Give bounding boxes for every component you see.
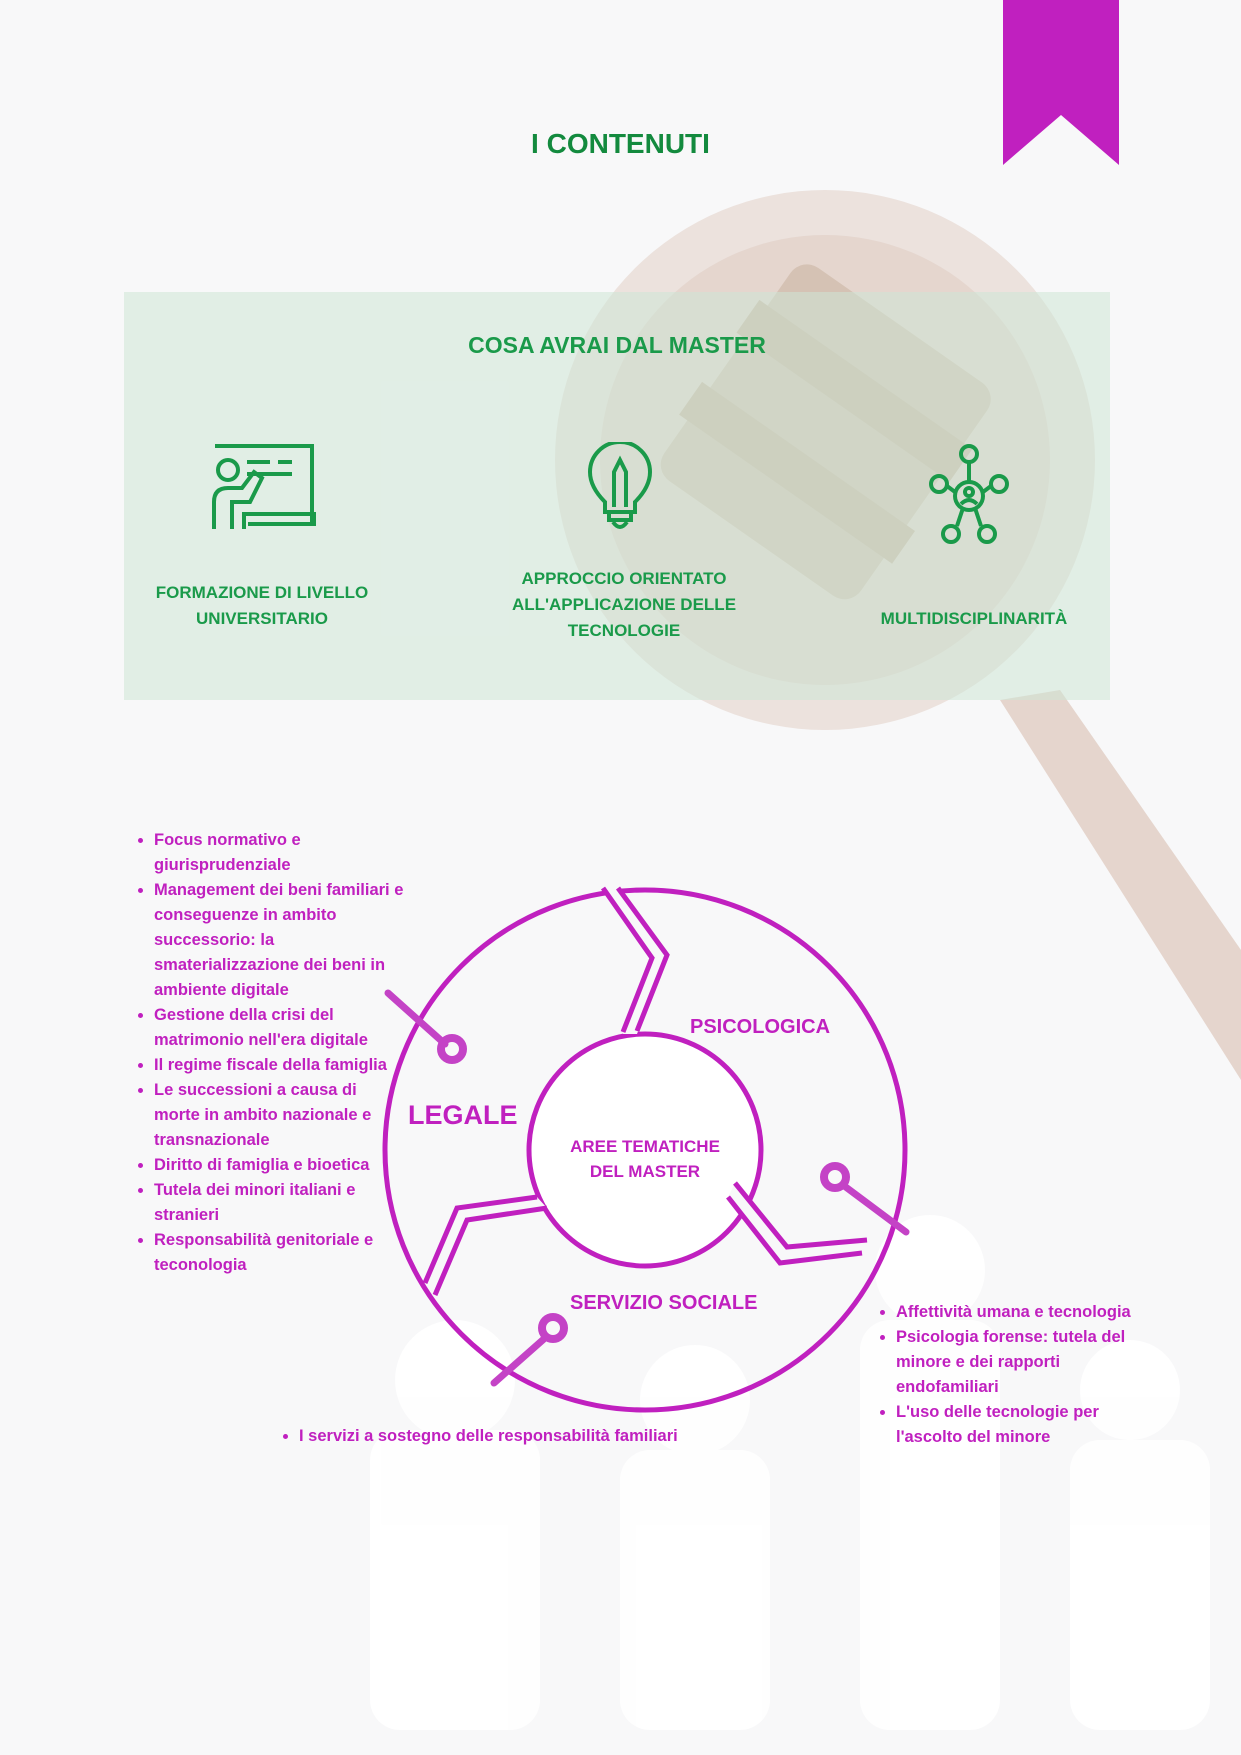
list-item: Focus normativo e giurisprudenziale <box>154 828 404 878</box>
list-item: Tutela dei minori italiani e stranieri <box>154 1178 404 1228</box>
list-item: I servizi a sostegno delle responsabilit… <box>299 1424 679 1449</box>
list-item: Diritto di famiglia e bioetica <box>154 1153 404 1178</box>
list-item: Responsabilità genitoriale e teconologia <box>154 1228 404 1278</box>
psicologica-topics-list: Affettività umana e tecnologia Psicologi… <box>870 1300 1151 1450</box>
feature-label-line: TECNOLOGIE <box>567 621 681 640</box>
center-label-line: DEL MASTER <box>589 1162 701 1181</box>
pin-sociale-icon <box>538 1313 568 1343</box>
inner-circle <box>526 1031 764 1269</box>
list-item: Affettività umana e tecnologia <box>896 1300 1151 1325</box>
feature-label-line: UNIVERSITARIO <box>196 609 328 628</box>
feature-label-line: FORMAZIONE DI LIVELLO <box>155 583 369 602</box>
lightbulb-pencil-icon <box>587 442 653 529</box>
list-item: Gestione della crisi del matrimonio nell… <box>154 1003 404 1053</box>
center-label-line: AREE TEMATICHE <box>570 1137 720 1156</box>
network-people-icon <box>929 444 1009 544</box>
feature-label-line: ALL'APPLICAZIONE DELLE <box>511 595 737 614</box>
pin-legale-line <box>384 989 449 1048</box>
divider-line <box>726 1195 863 1266</box>
segment-legale-label: LEGALE <box>408 1100 518 1130</box>
feature-label-line: MULTIDISCIPLINARITÀ <box>880 609 1068 628</box>
segment-sociale-label: SERVIZIO SOCIALE <box>570 1292 758 1314</box>
list-item: Psicologia forense: tutela del minore e … <box>896 1325 1151 1400</box>
feature-label-line: APPROCCIO ORIENTATO <box>521 569 727 588</box>
panel-title: COSA AVRAI DAL MASTER <box>468 332 766 358</box>
segment-psicologica-label: PSICOLOGICA <box>690 1016 831 1038</box>
divider-line <box>615 886 670 1032</box>
divider-line <box>432 1205 548 1296</box>
feature-formazione: FORMAZIONE DI LIVELLO UNIVERSITARIO <box>124 580 400 632</box>
list-item: L'uso delle tecnologie per l'ascolto del… <box>896 1400 1151 1450</box>
pin-legale-icon <box>437 1034 467 1064</box>
list-item: Le successioni a causa di morte in ambit… <box>154 1078 404 1153</box>
divider-line <box>600 886 655 1033</box>
master-benefits-panel: COSA AVRAI DAL MASTER FORMAZIONE DI LIVE… <box>124 292 1110 700</box>
feature-approccio: APPROCCIO ORIENTATO ALL'APPLICAZIONE DEL… <box>494 566 754 644</box>
pin-psicologica-line <box>839 1181 910 1236</box>
teacher-presentation-icon <box>212 444 316 529</box>
pin-sociale-line <box>490 1334 549 1387</box>
divider-line <box>733 1181 868 1250</box>
list-item: Il regime fiscale della famiglia <box>154 1053 404 1078</box>
page-title: I CONTENUTI <box>531 128 710 159</box>
outer-ring <box>382 887 908 1413</box>
feature-multidisciplinarita: MULTIDISCIPLINARITÀ <box>844 606 1104 632</box>
bookmark-ribbon <box>1003 0 1119 165</box>
divider-line <box>422 1194 538 1284</box>
diagram-center-label: AREE TEMATICHE DEL MASTER <box>545 1134 745 1184</box>
pin-psicologica-icon <box>820 1162 850 1192</box>
list-item: Management dei beni familiari e consegue… <box>154 878 404 1003</box>
legale-topics-list: Focus normativo e giurisprudenziale Mana… <box>128 828 404 1278</box>
sociale-topics-list: I servizi a sostegno delle responsabilit… <box>273 1424 679 1449</box>
